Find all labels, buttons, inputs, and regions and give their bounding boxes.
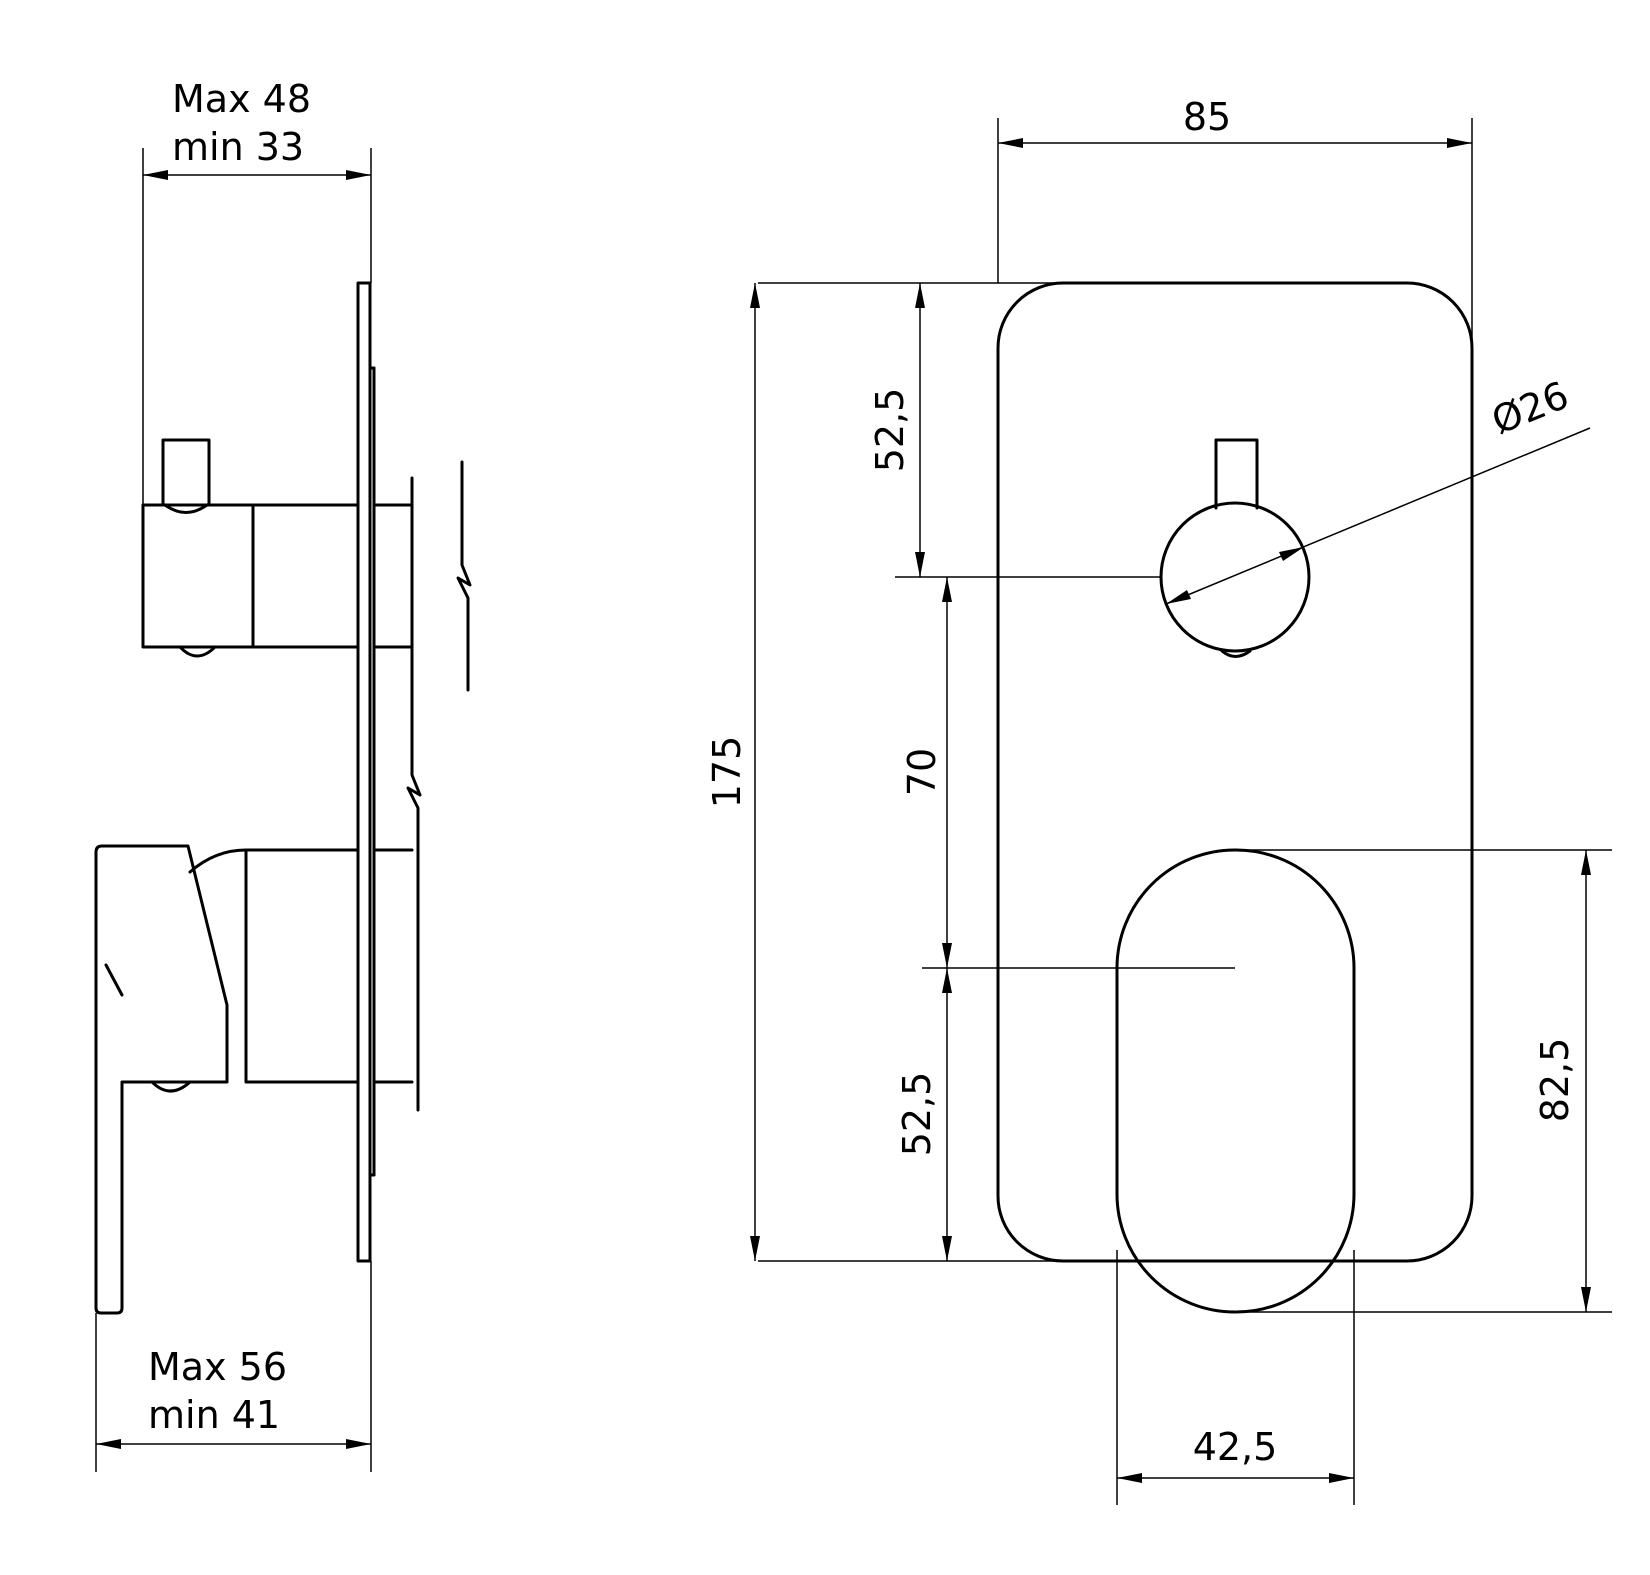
lever-height-label: 82,5 — [1533, 1038, 1577, 1123]
break-line-lower — [406, 688, 422, 1112]
center-distance-label: 70 — [900, 748, 944, 796]
width-dimension — [998, 138, 1472, 148]
side-top-max-label: Max 48 — [172, 77, 311, 121]
lever-handle-side — [94, 844, 414, 1315]
height-label: 175 — [705, 736, 749, 809]
side-view: Max 48 min 33 Max 56 min 41 — [94, 77, 472, 1472]
cover-plate-side — [356, 281, 372, 1263]
lever-height-dimension — [1581, 850, 1591, 1312]
diverter-knob-front — [1159, 438, 1311, 658]
side-bottom-dimension — [96, 1439, 371, 1449]
lever-width-label: 42,5 — [1193, 1425, 1278, 1469]
side-bottom-max-label: Max 56 — [148, 1345, 287, 1389]
lever-handle-front — [1115, 848, 1356, 1314]
diverter-knob-side — [141, 438, 414, 692]
side-top-dimension — [143, 170, 371, 180]
top-offset-label: 52,5 — [868, 388, 912, 473]
cover-plate-front — [996, 281, 1474, 1263]
width-label: 85 — [1183, 95, 1231, 139]
lever-width-dimension — [1117, 1473, 1354, 1483]
side-bottom-min-label: min 41 — [148, 1393, 280, 1437]
side-top-min-label: min 33 — [172, 125, 304, 169]
bottom-offset-label: 52,5 — [895, 1072, 939, 1157]
center-distance-dimension — [942, 577, 952, 968]
top-offset-dimension — [915, 283, 925, 577]
height-dimension — [750, 283, 760, 1261]
front-view: 85 175 52,5 70 52,5 — [705, 95, 1612, 1505]
break-line-upper — [456, 460, 472, 692]
bottom-offset-dimension — [942, 968, 952, 1261]
knob-diameter-label: Ø26 — [1486, 373, 1575, 443]
knob-diameter-dimension — [1165, 427, 1591, 605]
